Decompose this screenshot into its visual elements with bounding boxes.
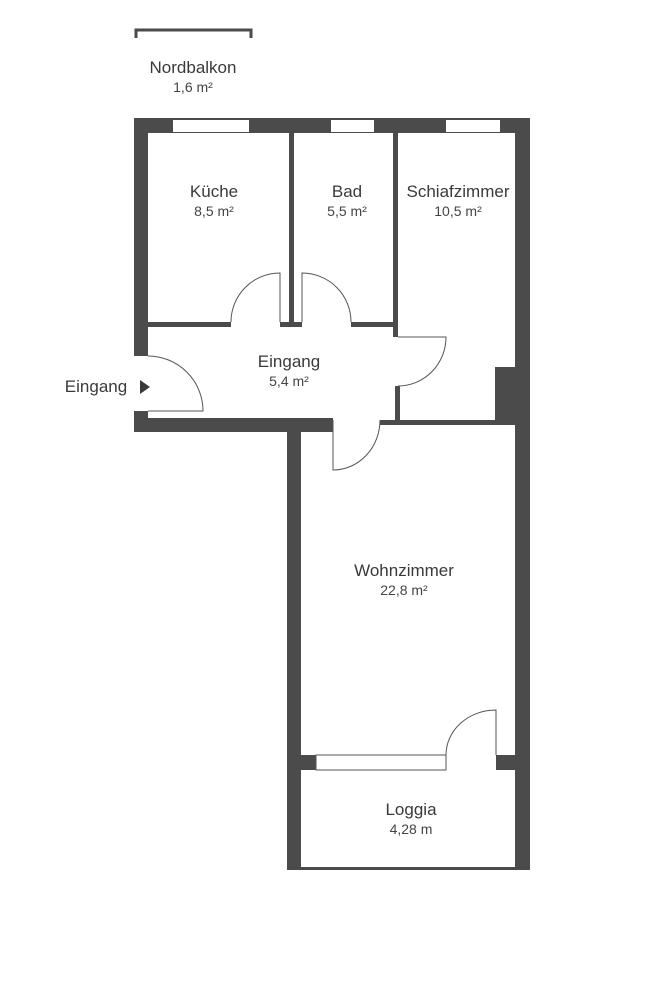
window-kueche <box>173 120 249 132</box>
room-area: 5,5 m² <box>327 203 367 219</box>
wall-bottom <box>287 867 530 870</box>
balcony-outline <box>134 28 253 38</box>
entrance-arrow-icon <box>140 380 150 394</box>
room-kueche: Küche 8,5 m² <box>190 182 238 220</box>
room-bad: Bad 5,5 m² <box>327 182 367 220</box>
room-area: 8,5 m² <box>194 203 234 219</box>
room-eingang: Eingang 5,4 m² <box>258 352 320 390</box>
door-kueche <box>230 272 281 323</box>
wall-kueche-bad <box>289 133 294 327</box>
room-nordbalkon: Nordbalkon 1,6 m² <box>150 58 237 96</box>
wall-kueche-bottom <box>148 322 231 327</box>
wall-left-upper <box>134 118 148 356</box>
room-name: Eingang <box>257 352 321 371</box>
room-name: Schiafzimmer <box>406 182 510 201</box>
wall-loggia-left <box>301 755 316 770</box>
wall-schlaf-bottom <box>380 420 515 425</box>
room-area: 4,28 m <box>389 821 433 837</box>
room-name: Loggia <box>385 800 437 819</box>
room-area: 5,4 m² <box>269 373 309 389</box>
room-wohnzimmer: Wohnzimmer 22,8 m² <box>354 561 454 599</box>
door-bad <box>301 272 352 323</box>
window-loggia <box>315 754 447 771</box>
door-wohnzimmer <box>332 419 381 471</box>
wall-pillar <box>495 367 515 425</box>
room-name: Küche <box>189 182 239 201</box>
wall-bad-schlaf-upper <box>393 133 398 337</box>
wall-mid-bottom <box>280 322 302 327</box>
door-entrance <box>147 355 204 412</box>
room-name: Bad <box>331 182 363 201</box>
wall-bad-bottom <box>351 322 396 327</box>
room-name: Nordbalkon <box>149 58 237 77</box>
wall-bad-schlaf-lower <box>395 386 400 423</box>
wall-hall-bottom <box>134 418 333 432</box>
door-schlafzimmer <box>397 336 447 387</box>
room-area: 22,8 m² <box>380 582 428 598</box>
room-area: 10,5 m² <box>434 203 482 219</box>
door-loggia <box>445 709 497 756</box>
entrance-label: Eingang <box>64 377 128 396</box>
window-bad <box>331 120 374 132</box>
room-schlafzimmer: Schiafzimmer 10,5 m² <box>407 182 510 220</box>
wall-living-left <box>287 418 301 870</box>
wall-loggia-right <box>496 755 515 770</box>
wall-right <box>515 118 530 870</box>
room-area: 1,6 m² <box>173 79 213 95</box>
room-loggia: Loggia 4,28 m <box>385 800 436 838</box>
room-name: Wohnzimmer <box>354 561 454 580</box>
window-schlafzimmer <box>446 120 500 132</box>
